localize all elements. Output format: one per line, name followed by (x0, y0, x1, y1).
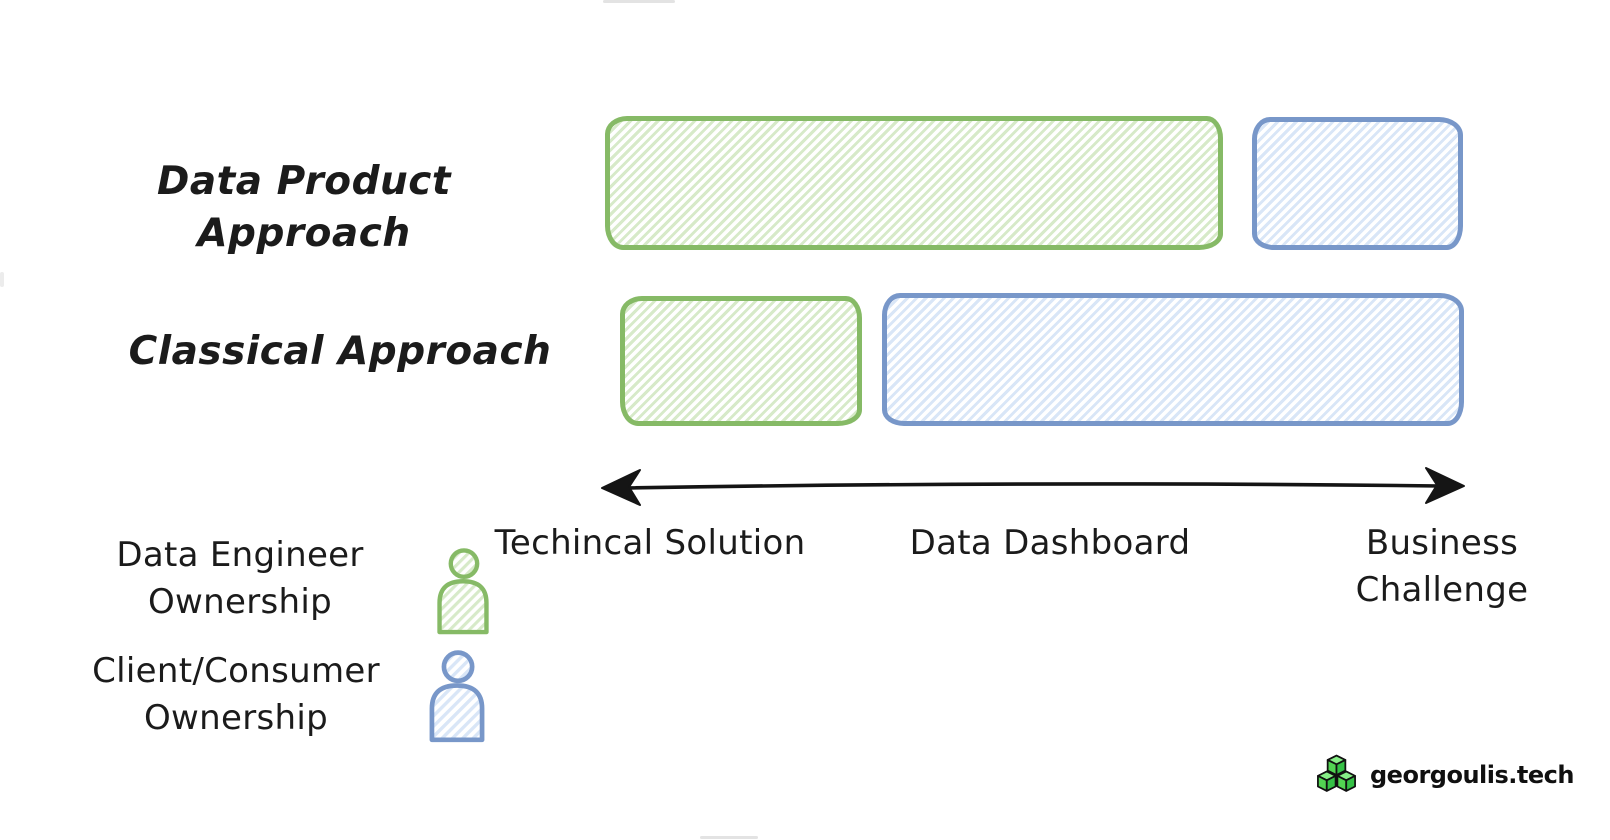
bar-data-product-data-engineer (605, 116, 1223, 250)
person-icon-green (437, 548, 489, 635)
axis-label-technical-solution: Techincal Solution (494, 523, 806, 563)
stray-stroke-left (0, 272, 4, 287)
bar-data-product-client-consumer (1252, 117, 1463, 250)
axis-double-arrow-icon (601, 467, 1465, 506)
watermark-text: georgoulis.tech (1370, 761, 1574, 789)
bar-classical-client-consumer (882, 293, 1464, 426)
stray-stroke-top (603, 0, 675, 3)
watermark: georgoulis.tech (1313, 752, 1574, 798)
axis-label-data-dashboard: Data Dashboard (909, 523, 1191, 563)
row-label-data-product-approach: Data Product Approach (156, 159, 452, 256)
row-label-classical-approach: Classical Approach (128, 329, 552, 374)
bar-classical-data-engineer (620, 296, 862, 426)
person-icon-blue (429, 650, 485, 743)
stray-stroke-bottom (700, 836, 758, 839)
legend-label-data-engineer-ownership: Data Engineer Ownership (116, 535, 364, 622)
cubes-icon (1317, 754, 1356, 792)
legend-label-client-consumer-ownership: Client/Consumer Ownership (92, 651, 380, 738)
axis-label-business-challenge: Business Challenge (1355, 523, 1529, 610)
